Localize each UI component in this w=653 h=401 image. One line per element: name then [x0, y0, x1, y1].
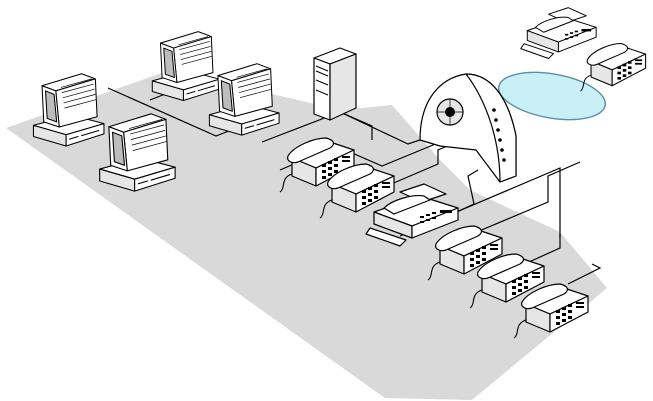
floor-area [6, 70, 607, 400]
server-tower-icon [314, 48, 356, 120]
remote-phone [580, 44, 645, 92]
fax-machine-icon [521, 8, 596, 59]
remote-fax [521, 8, 596, 59]
computer-icon [152, 32, 219, 101]
computer-2 [209, 64, 279, 135]
computer-icon [33, 74, 104, 146]
computer-icon [209, 64, 279, 135]
telephone-icon [580, 44, 645, 92]
computer-1 [152, 32, 219, 101]
computer-3 [33, 74, 104, 146]
